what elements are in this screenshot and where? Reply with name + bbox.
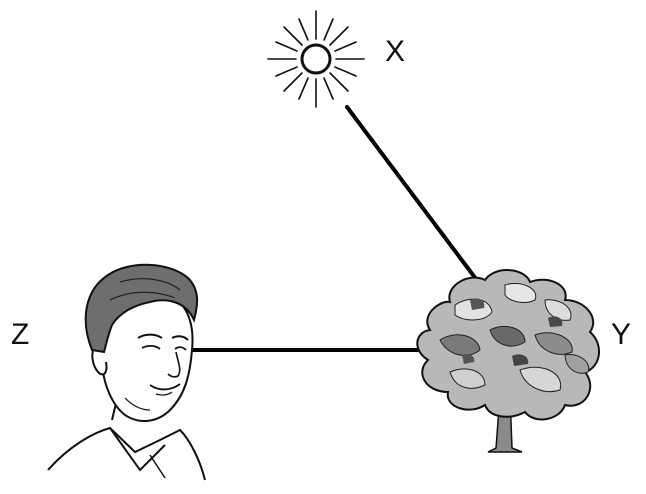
person-head-icon: [48, 265, 205, 480]
tree-icon: [417, 270, 599, 452]
label-y: Y: [611, 320, 631, 350]
person-shirt: [48, 428, 205, 480]
sun-to-tree-line: [347, 107, 476, 279]
label-x: X: [385, 37, 405, 67]
sun-icon: [268, 11, 364, 107]
label-z: Z: [11, 320, 29, 350]
